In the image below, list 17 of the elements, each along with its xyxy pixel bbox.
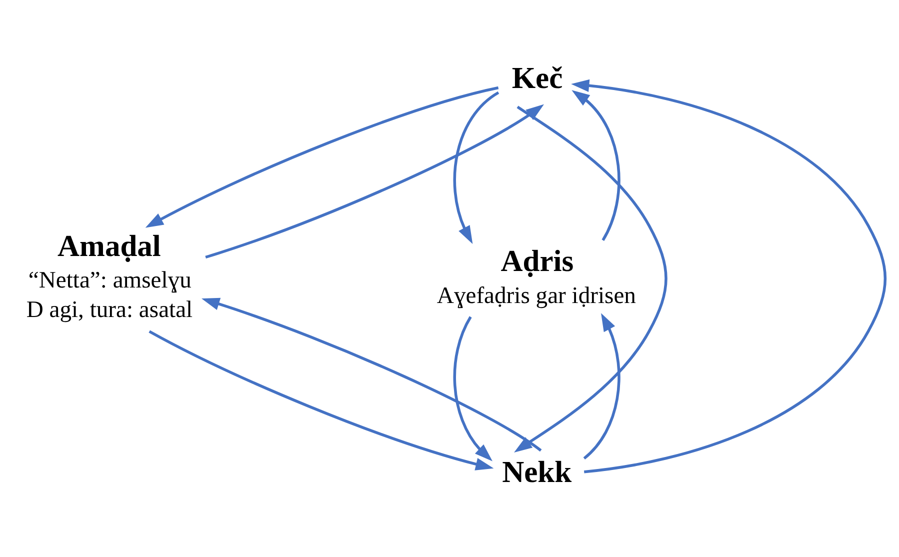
node-text: Amaḍal	[58, 228, 161, 263]
arrow	[514, 106, 668, 452]
arrow	[205, 104, 544, 259]
arrow	[571, 79, 886, 474]
node-text: Nekk	[502, 454, 572, 489]
arrow	[148, 330, 494, 470]
arrow	[453, 316, 492, 462]
arrow	[572, 90, 620, 241]
node-label: D agi, tura: asatal	[26, 296, 193, 323]
arrow	[453, 91, 500, 244]
node-label: Aɣefaḍris gar iḍrisen	[436, 282, 636, 309]
arrow	[202, 298, 542, 452]
node-label: “Netta”: amselɣu	[28, 268, 192, 294]
arrow	[145, 86, 499, 228]
node-text: Keč	[512, 60, 563, 95]
arrow	[583, 313, 620, 460]
node-text: Aḍris	[500, 244, 574, 278]
